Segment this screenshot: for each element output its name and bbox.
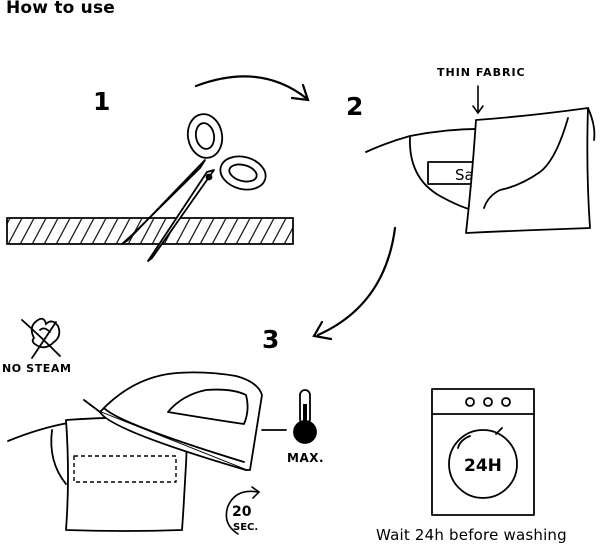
cut-strip [6, 217, 294, 245]
no-steam-label: NO STEAM [2, 362, 72, 375]
iron-icon [83, 371, 287, 471]
page-title: How to use [6, 0, 116, 18]
no-steam-icon [21, 317, 61, 359]
timer-icon [225, 486, 261, 535]
thermometer-icon [293, 389, 317, 444]
label-text: Sa [455, 166, 474, 184]
step-3-number: 3 [262, 325, 279, 354]
wait-badge: 24H [464, 456, 502, 476]
thin-fabric-pointer [472, 85, 484, 115]
wait-caption: Wait 24h before washing [376, 526, 567, 544]
step-1-number: 1 [93, 87, 110, 116]
scissors-icon [121, 113, 267, 262]
timer-unit: SEC. [233, 522, 258, 533]
washing-machine-icon [431, 388, 535, 516]
arrow-step-1-to-2 [194, 75, 310, 102]
arrow-step-2-to-3 [312, 226, 397, 341]
step-2-number: 2 [346, 92, 363, 121]
timer-value: 20 [232, 504, 252, 520]
thin-fabric-label: THIN FABRIC [437, 66, 526, 79]
thin-fabric-icon [465, 107, 596, 234]
ironing-garment [7, 422, 69, 485]
max-label: MAX. [287, 451, 324, 465]
